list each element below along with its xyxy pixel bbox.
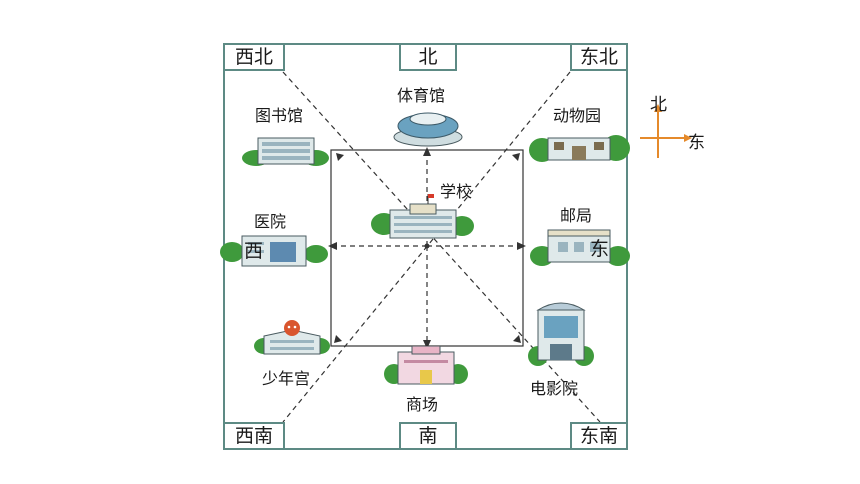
school-illustration (371, 194, 474, 239)
overlay-west: 西 (244, 240, 264, 262)
post-office-illustration (530, 229, 630, 266)
label-south: 南 (399, 422, 457, 450)
compass-east: 东 (688, 133, 705, 153)
mall-illustration (384, 346, 468, 385)
arrowhead-west (328, 242, 337, 250)
label-youth-palace: 少年宫 (262, 369, 311, 388)
stadium-illustration (393, 112, 463, 147)
label-mall: 商场 (406, 395, 439, 414)
label-northwest: 西北 (223, 43, 285, 71)
label-northeast: 东北 (570, 43, 628, 71)
arrowhead-se (513, 335, 521, 343)
arrowhead-north (423, 147, 431, 156)
label-southwest: 西南 (223, 422, 285, 450)
label-zoo: 动物园 (553, 106, 602, 125)
label-cinema: 电影院 (530, 379, 579, 398)
arrowhead-east (517, 242, 526, 250)
label-school: 学校 (440, 182, 473, 201)
label-hospital: 医院 (254, 212, 287, 231)
compass-north: 北 (650, 95, 667, 115)
youth-palace-illustration (254, 320, 330, 355)
label-stadium: 体育馆 (397, 86, 446, 105)
label-post-office: 邮局 (560, 206, 593, 225)
label-southeast: 东南 (570, 422, 628, 450)
arrowhead-nw (336, 153, 344, 161)
overlay-east: 东 (590, 238, 610, 260)
zoo-illustration (529, 135, 630, 162)
center-dot (424, 243, 430, 249)
cinema-illustration (528, 302, 594, 366)
arrowhead-ne (512, 153, 520, 161)
arrowhead-south (423, 340, 431, 349)
label-library: 图书馆 (255, 106, 304, 125)
compass-cross-icon (640, 104, 692, 158)
compass-rose: 北 东 (638, 90, 718, 170)
library-illustration (242, 137, 329, 166)
diagonal-nw-se (282, 71, 601, 423)
label-north: 北 (399, 43, 457, 71)
hospital-illustration (220, 235, 328, 267)
arrowhead-sw (334, 335, 342, 343)
